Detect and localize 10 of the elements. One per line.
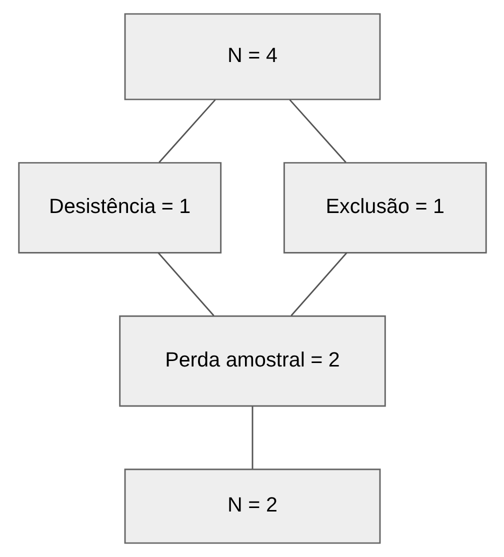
connector	[158, 99, 216, 163]
connector	[288, 99, 346, 163]
node-box: Desistência = 1	[18, 162, 222, 254]
node-box: N = 2	[124, 468, 380, 544]
connector	[251, 406, 253, 469]
node-box: Perda amostral = 2	[118, 315, 386, 407]
connector	[290, 252, 347, 316]
connector	[157, 252, 214, 316]
node-box: N = 4	[124, 13, 380, 100]
node-box: Exclusão = 1	[282, 162, 486, 254]
